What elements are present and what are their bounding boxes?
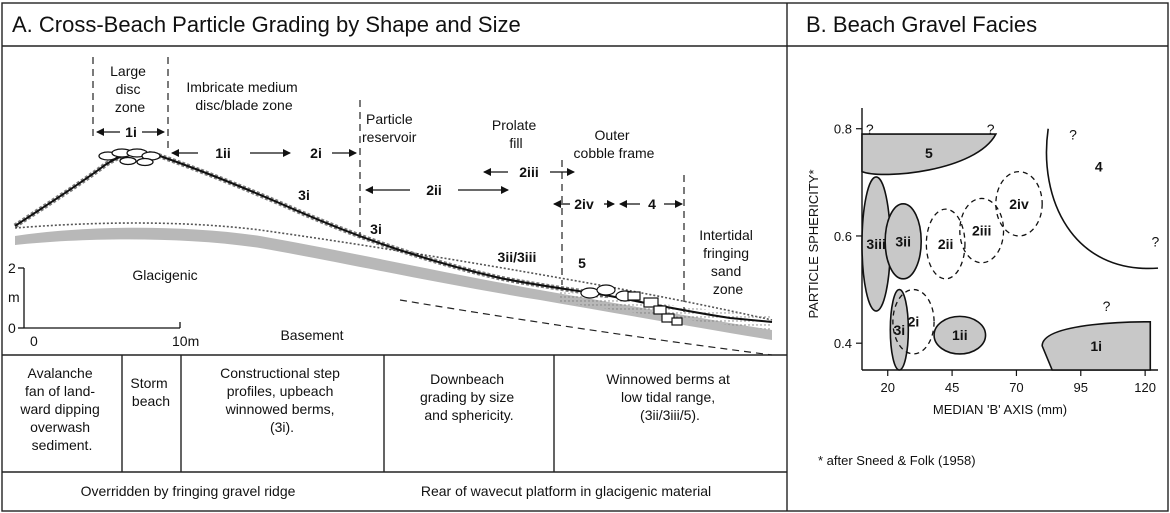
svg-text:2: 2 (8, 260, 16, 276)
y-axis-title: PARTICLE SPHERICITY* (806, 169, 821, 318)
field-4-boundary (1045, 128, 1159, 270)
x-tick-label-120: 120 (1134, 380, 1156, 395)
label-particle-reservoir: Particle reservoir (362, 111, 417, 145)
table-footer-right: Rear of wavecut platform in glacigenic m… (421, 483, 711, 499)
field-2iii-label: 2iii (972, 223, 991, 239)
panel-a-title: A. Cross-Beach Particle Grading by Shape… (12, 12, 521, 37)
svg-text:10m: 10m (172, 333, 199, 349)
field-3iii-label: 3iii (866, 236, 885, 252)
field-2iii (959, 197, 1005, 264)
field-2iv-label: 2iv (1009, 196, 1029, 212)
label-1i: 1i (125, 124, 137, 140)
y-tick-label-0.8: 0.8 (834, 122, 852, 137)
basement-lower-line (399, 299, 773, 356)
label-2iii: 2iii (519, 164, 538, 180)
label-outer-cobble-frame: Outer cobble frame (574, 127, 655, 161)
uncertainty-mark-0: ? (866, 121, 874, 137)
label-1ii: 1ii (215, 145, 231, 161)
x-tick-label-95: 95 (1074, 380, 1088, 395)
field-2ii-label: 2ii (938, 236, 954, 252)
label-intertidal-zone: Intertidal fringing sand zone (699, 227, 757, 297)
field-3i (889, 288, 910, 371)
field-1i (1041, 320, 1152, 371)
field-3i-label: 3i (893, 322, 905, 338)
field-5-label: 5 (925, 145, 933, 161)
outer-cobble-clasts (580, 284, 683, 326)
table-footer-left: Overridden by fringing gravel ridge (81, 483, 296, 499)
table-cell-winnowed: Winnowed berms at low tidal range, (3ii/… (606, 371, 734, 423)
field-5 (861, 133, 998, 176)
table-cell-avalanche: Avalanche fan of land- ward dipping over… (19, 365, 103, 453)
profile-label-5: 5 (578, 255, 586, 271)
field-2i-label: 2i (908, 314, 920, 330)
gravel-texture (13, 150, 611, 299)
y-tick-label-0.6: 0.6 (834, 229, 852, 244)
field-1i-label: 1i (1090, 338, 1102, 354)
profile-label-3ii-3iii: 3ii/3iii (498, 249, 537, 265)
x-tick-label-20: 20 (881, 380, 895, 395)
profile-label-3i-upper: 3i (298, 187, 310, 203)
glacigenic-band (15, 227, 772, 340)
field-2ii (925, 208, 966, 280)
x-tick-label-70: 70 (1009, 380, 1023, 395)
vertical-scale: 2 m 0 (8, 260, 25, 336)
panel-b-title: B. Beach Gravel Facies (806, 12, 1037, 37)
horizontal-scale: 0 10m (24, 322, 199, 349)
uncertainty-mark-2: ? (1069, 126, 1077, 142)
x-axis-title: MEDIAN 'B' AXIS (mm) (933, 402, 1067, 417)
label-large-disc-zone: Large disc zone (110, 63, 150, 115)
large-disc-clasts (98, 148, 161, 167)
svg-text:0: 0 (8, 320, 16, 336)
field-1ii (933, 315, 987, 355)
field-2i (892, 288, 935, 355)
uncertainty-mark-3: ? (1152, 234, 1160, 250)
label-2iv: 2iv (574, 196, 594, 212)
field-1ii-label: 1ii (952, 327, 968, 343)
label-glacigenic: Glacigenic (132, 267, 197, 283)
profile-label-3i-lower: 3i (370, 221, 382, 237)
uncertainty-mark-1: ? (987, 121, 995, 137)
uncertainty-mark-4: ? (1103, 298, 1111, 314)
label-basement: Basement (280, 327, 343, 343)
y-tick-label-0.4: 0.4 (834, 336, 852, 351)
label-imbricate-zone: Imbricate medium disc/blade zone (186, 79, 301, 113)
field-3ii (884, 202, 923, 280)
label-prolate-fill: Prolate fill (492, 117, 540, 151)
x-tick-label-45: 45 (945, 380, 959, 395)
field-2iv (995, 170, 1043, 237)
field-4-label: 4 (1095, 159, 1103, 175)
footnote: * after Sneed & Folk (1958) (818, 453, 976, 468)
label-2ii: 2ii (426, 182, 442, 198)
table-cell-downbeach: Downbeach grading by size and sphericity… (420, 371, 518, 423)
table-cell-storm-beach: Storm beach (130, 375, 171, 409)
svg-text:0: 0 (30, 333, 38, 349)
field-3ii-label: 3ii (895, 233, 911, 249)
label-4: 4 (648, 196, 656, 212)
table-cell-constructional: Constructional step profiles, upbeach wi… (220, 365, 344, 435)
svg-text:m: m (8, 289, 20, 305)
label-2i: 2i (310, 145, 322, 161)
